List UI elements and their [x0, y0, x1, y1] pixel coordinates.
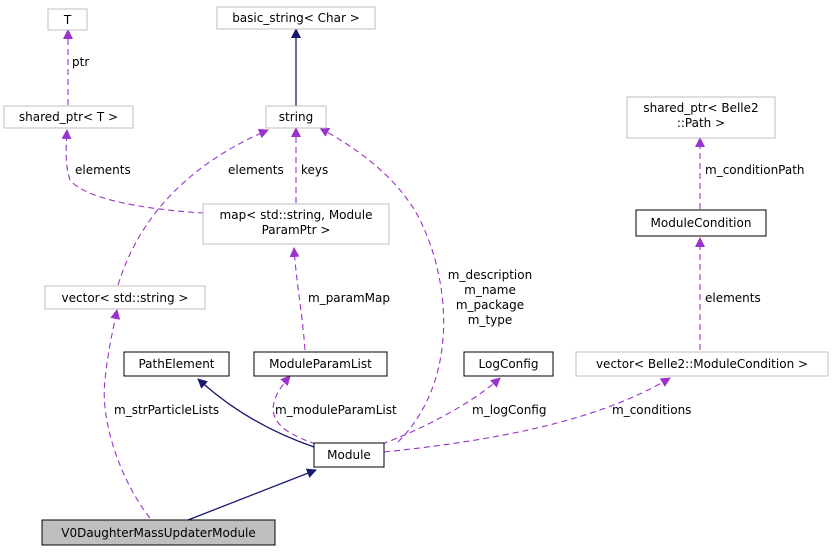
label-condition-path: m_conditionPath — [705, 163, 805, 177]
svg-text:::Path >: ::Path > — [677, 116, 725, 130]
label-log-config: m_logConfig — [472, 403, 546, 417]
label-module-param-list: m_moduleParamList — [275, 403, 397, 417]
edge-module-strings — [319, 127, 445, 443]
label-ptr: ptr — [72, 55, 89, 69]
edge-particle-lists — [103, 309, 151, 519]
edge-map-elements-shared-ptr — [61, 129, 205, 214]
node-module-condition[interactable]: ModuleCondition — [635, 209, 767, 237]
svg-text:V0DaughterMassUpdaterModule: V0DaughterMassUpdaterModule — [61, 526, 256, 540]
svg-text:vector< Belle2::ModuleConditio: vector< Belle2::ModuleCondition > — [596, 357, 808, 371]
node-vector-string[interactable]: vector< std::string > — [44, 285, 206, 310]
svg-text:ParamPtr >: ParamPtr > — [262, 223, 331, 237]
edge-module-to-path-element — [197, 378, 315, 448]
node-shared-ptr-t[interactable]: shared_ptr< T > — [3, 105, 134, 129]
svg-text:shared_ptr< Belle2: shared_ptr< Belle2 — [643, 101, 758, 115]
svg-text:Module: Module — [327, 448, 371, 462]
edge-v0-to-module — [187, 468, 317, 521]
svg-text:shared_ptr< T >: shared_ptr< T > — [19, 110, 118, 124]
node-module[interactable]: Module — [313, 442, 385, 468]
label-conditions: m_conditions — [612, 403, 691, 417]
label-m-name: m_name — [464, 283, 516, 297]
label-elements-vector: elements — [228, 163, 284, 177]
node-log-config[interactable]: LogConfig — [463, 351, 554, 377]
label-param-map: m_paramMap — [308, 291, 390, 305]
edge-vector-elements-string — [117, 128, 269, 286]
node-shared-ptr-path[interactable]: shared_ptr< Belle2 ::Path > — [626, 96, 776, 139]
label-m-description: m_description — [448, 268, 532, 282]
svg-text:PathElement: PathElement — [138, 357, 214, 371]
label-elements-condition: elements — [705, 291, 761, 305]
edge-module-param-list — [272, 375, 317, 445]
node-string[interactable]: string — [265, 105, 327, 129]
label-m-type: m_type — [468, 313, 513, 327]
svg-text:ModuleCondition: ModuleCondition — [651, 216, 752, 230]
node-v0-daughter-mass-updater-module[interactable]: V0DaughterMassUpdaterModule — [41, 519, 276, 546]
svg-text:ModuleParamList: ModuleParamList — [269, 357, 372, 371]
node-map[interactable]: map< std::string, Module ParamPtr > — [202, 203, 390, 245]
label-m-package: m_package — [456, 298, 524, 312]
label-keys: keys — [301, 163, 328, 177]
svg-text:T: T — [63, 13, 72, 27]
svg-text:basic_string< Char >: basic_string< Char > — [232, 11, 360, 25]
node-t[interactable]: T — [47, 8, 88, 31]
edge-log-config — [381, 377, 501, 445]
label-particle-lists: m_strParticleLists — [114, 403, 219, 417]
node-module-param-list[interactable]: ModuleParamList — [253, 351, 388, 377]
node-basic-string[interactable]: basic_string< Char > — [216, 6, 376, 30]
node-path-element[interactable]: PathElement — [123, 351, 230, 377]
svg-text:string: string — [279, 110, 313, 124]
edge-conditions — [383, 377, 671, 453]
label-elements-shared: elements — [75, 163, 131, 177]
svg-text:map< std::string, Module: map< std::string, Module — [220, 208, 373, 222]
edge-param-map — [289, 247, 306, 351]
node-vector-module-condition[interactable]: vector< Belle2::ModuleCondition > — [575, 351, 829, 377]
svg-text:vector< std::string >: vector< std::string > — [62, 291, 189, 305]
svg-text:LogConfig: LogConfig — [479, 357, 539, 371]
